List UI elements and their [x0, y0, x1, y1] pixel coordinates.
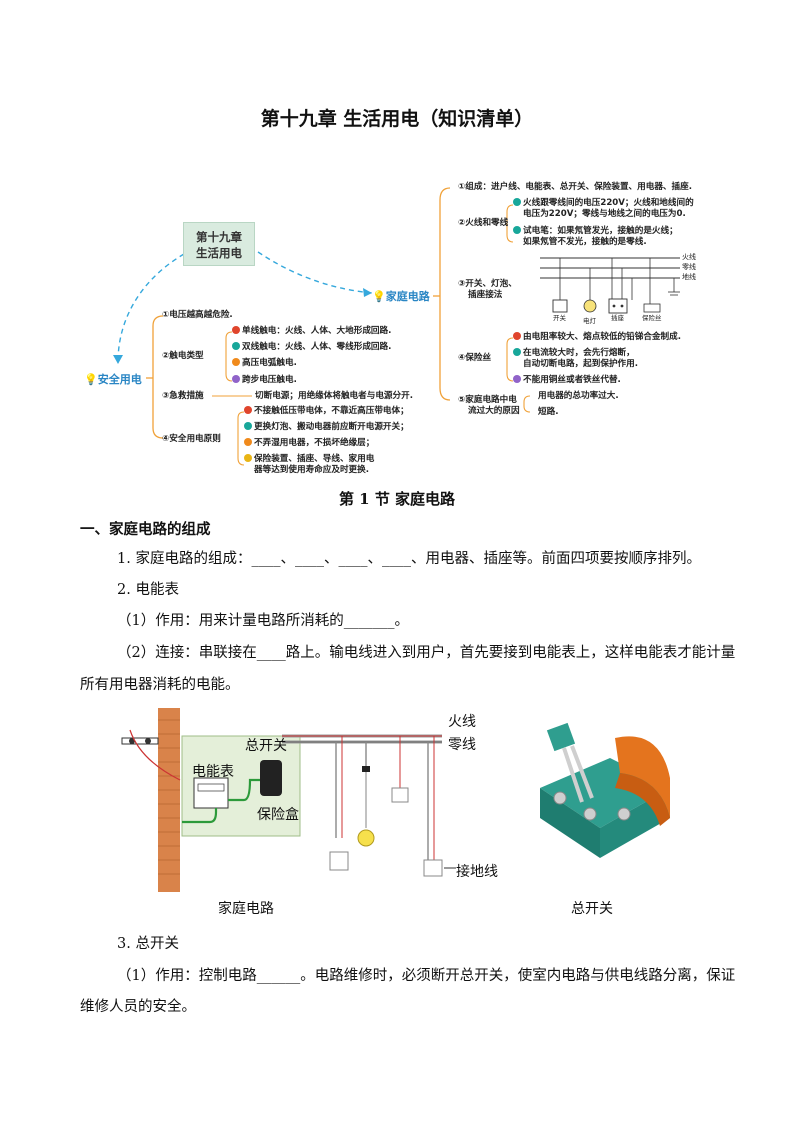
orange-cover	[615, 736, 670, 818]
label-live: 火线	[448, 714, 476, 730]
socket-icon	[608, 298, 628, 314]
page-title: 第十九章 生活用电（知识清单）	[260, 108, 534, 130]
principles-item: 不接触低压带电体，不靠近高压带电体；	[244, 406, 409, 417]
center-node: 第十九章 生活用电	[183, 222, 255, 266]
fuse-icon	[643, 303, 661, 313]
device-label-lamp: 电灯	[583, 317, 596, 325]
safety-node: 💡安全用电	[84, 371, 142, 387]
rescue-text: 切断电源；用绝缘体将触电者与电源分开.	[255, 391, 413, 401]
mind-map-connectors	[113, 187, 680, 466]
fuse-item: 由电阻率较大、熔点较低的铅锑合金制成.	[513, 332, 681, 343]
switch-icon	[552, 299, 568, 313]
socket-icon	[423, 859, 443, 877]
center-node-line2: 生活用电	[196, 246, 242, 260]
device-label-fuse: 保险丝	[642, 314, 662, 322]
heading-composition: 一、家庭电路的组成	[80, 521, 211, 538]
brick-wall	[158, 708, 180, 892]
safety-label: 安全用电	[97, 373, 142, 386]
link-to-home-circuit	[257, 251, 373, 294]
fuse-box-icon	[260, 760, 282, 796]
fuse-item: 不能用铜丝或者铁丝代替.	[513, 375, 621, 386]
main-switch-figure	[540, 722, 670, 858]
voltage-item: ①电压越高越危险.	[162, 310, 233, 320]
bulb-icon: 💡	[372, 290, 386, 303]
label-main-switch: 总开关	[245, 738, 287, 754]
wall-switch-icon	[391, 787, 409, 803]
shock-item: 双线触电：火线、人体、零线形成回路.	[232, 342, 391, 353]
center-node-line1: 第十九章	[196, 230, 242, 244]
caption-household-circuit: 家庭电路	[218, 901, 274, 917]
fuse-label: ④保险丝	[458, 353, 492, 363]
device-label-switch: 开关	[553, 314, 566, 322]
principles-item: 不弄湿用电器，不损坏绝缘层；	[244, 438, 374, 449]
composition-item: ①组成：进户线、电能表、总开关、保险装置、用电器、插座.	[458, 182, 692, 192]
live-neutral-label: ②火线和零线	[458, 218, 509, 228]
shock-item: 单线触电：火线、人体、大地形成回路.	[232, 326, 391, 337]
fuse-item: 在电流较大时，会先行熔断， 自动切断电路，起到保护作用.	[513, 348, 638, 370]
rescue-label: ③急救措施	[162, 391, 204, 401]
live-neutral-item: 试电笔：如果氖管发光，接触的是火线； 如果氖管不发光，接触的是零线.	[513, 226, 678, 248]
switch-handle-icon	[546, 722, 576, 752]
paragraph-meter-function: （1）作用：用来计量电路所消耗的_______。	[117, 613, 409, 629]
label-neutral: 零线	[448, 737, 476, 753]
wiring-line-labels: 火线 零线 地线	[682, 253, 696, 281]
paragraph-switch-heading: 3. 总开关	[117, 936, 179, 952]
label-fuse-box: 保险盒	[257, 807, 299, 823]
device-label-socket: 插座	[611, 314, 624, 322]
shock-item: 跨步电压触电.	[232, 375, 297, 386]
home-circuit-node: 💡家庭电路	[372, 288, 430, 304]
label-ground: 接地线	[456, 864, 498, 880]
home-circuit-label: 家庭电路	[385, 290, 430, 303]
lamp-icon	[583, 299, 597, 313]
live-neutral-item: 火线跟零线间的电压220V；火线和地线间的 电压为220V；零线与地线之间的电压…	[513, 198, 694, 220]
paragraph-meter-connection-cont: 所有用电器消耗的电能。	[80, 677, 240, 693]
overcurrent-item: 用电器的总功率过大.	[538, 391, 619, 401]
wiring-label: ③开关、灯泡、 插座接法	[458, 279, 517, 300]
bulb-icon: 💡	[84, 373, 98, 386]
paragraph-meter-heading: 2. 电能表	[117, 582, 179, 598]
shock-item: 高压电弧触电.	[232, 358, 297, 369]
principles-item: 更换灯泡、搬动电器前应断开电源开关；	[244, 422, 409, 433]
socket-icon	[329, 851, 349, 871]
label-meter: 电能表	[192, 764, 234, 780]
principles-label: ④安全用电原则	[162, 434, 221, 444]
paragraph-meter-connection: （2）连接：串联接在____路上。输电线进入到用户，首先要接到电能表上，这样电能…	[117, 645, 736, 661]
household-circuit-figure	[121, 708, 456, 892]
meter-icon	[193, 777, 229, 809]
shock-label: ②触电类型	[162, 351, 204, 361]
wiring-diagram	[540, 257, 680, 314]
caption-main-switch: 总开关	[571, 901, 613, 917]
paragraph-switch-function-cont: 维修人员的安全。	[80, 999, 196, 1015]
overcurrent-item: 短路.	[538, 407, 559, 417]
paragraph-composition: 1. 家庭电路的组成：____、____、____、____、用电器、插座等。前…	[117, 551, 701, 567]
lamp-icon	[357, 829, 375, 847]
overcurrent-label: ⑤家庭电路中电 流过大的原因	[458, 395, 520, 416]
link-to-safety	[117, 253, 185, 363]
paragraph-switch-function: （1）作用：控制电路______。电路维修时，必须断开总开关，使室内电路与供电线…	[117, 968, 736, 984]
principles-item: 保险装置、插座、导线、家用电 器等达到使用寿命应及时更换.	[244, 454, 374, 476]
section-title: 第 1 节 家庭电路	[338, 490, 456, 508]
